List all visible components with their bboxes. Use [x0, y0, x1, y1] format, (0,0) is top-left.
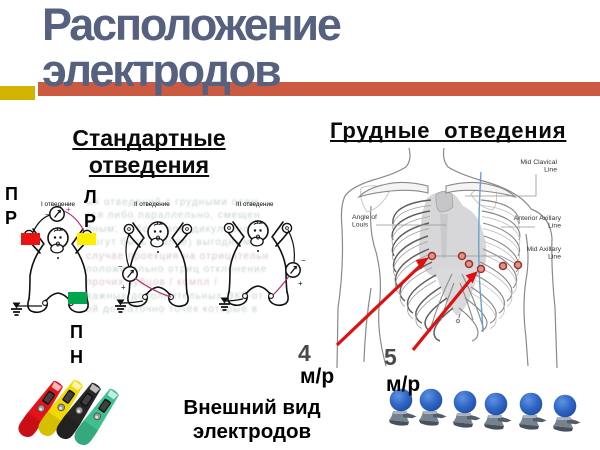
svg-text:Line: Line — [548, 254, 561, 261]
svg-text:I отведение: I отведение — [41, 201, 76, 208]
svg-text:Mid Clavical: Mid Clavical — [520, 159, 557, 166]
svg-text:Line: Line — [544, 167, 557, 174]
svg-text:+: + — [298, 279, 303, 288]
svg-text:−: − — [301, 256, 306, 265]
svg-text:II отведение: II отведение — [134, 201, 170, 208]
svg-text:III отведение: III отведение — [236, 201, 274, 208]
svg-text:+: + — [121, 283, 126, 292]
svg-text:+: + — [66, 205, 71, 214]
svg-text:−: − — [118, 262, 123, 271]
svg-text:Anterior Axillary: Anterior Axillary — [514, 215, 562, 222]
svg-text:Line: Line — [548, 223, 561, 230]
svg-text:Angle of: Angle of — [352, 214, 377, 221]
svg-text:−: − — [45, 210, 50, 219]
svg-text:Louis: Louis — [352, 222, 369, 229]
svg-text:Mid Axillary: Mid Axillary — [527, 246, 562, 253]
